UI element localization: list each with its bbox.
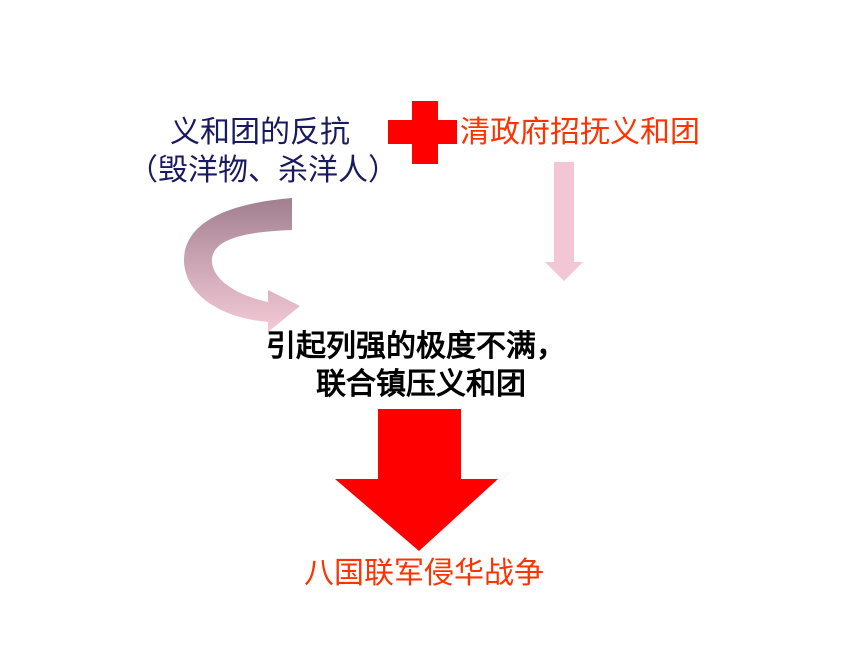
result-line-1: 引起列强的极度不满， [266, 329, 566, 364]
down-arrow-red [335, 409, 498, 551]
plus-icon [388, 101, 457, 164]
boxer-actions-label: （毁洋物、杀洋人） [128, 153, 398, 188]
result-line-2: 联合镇压义和团 [316, 367, 526, 402]
boxer-resistance-label: 义和团的反抗 [170, 115, 350, 150]
down-arrow-pink [545, 162, 583, 281]
outcome-label: 八国联军侵华战争 [304, 556, 544, 591]
qing-policy-label: 清政府招抚义和团 [460, 115, 700, 150]
curved-arrow [183, 198, 300, 332]
